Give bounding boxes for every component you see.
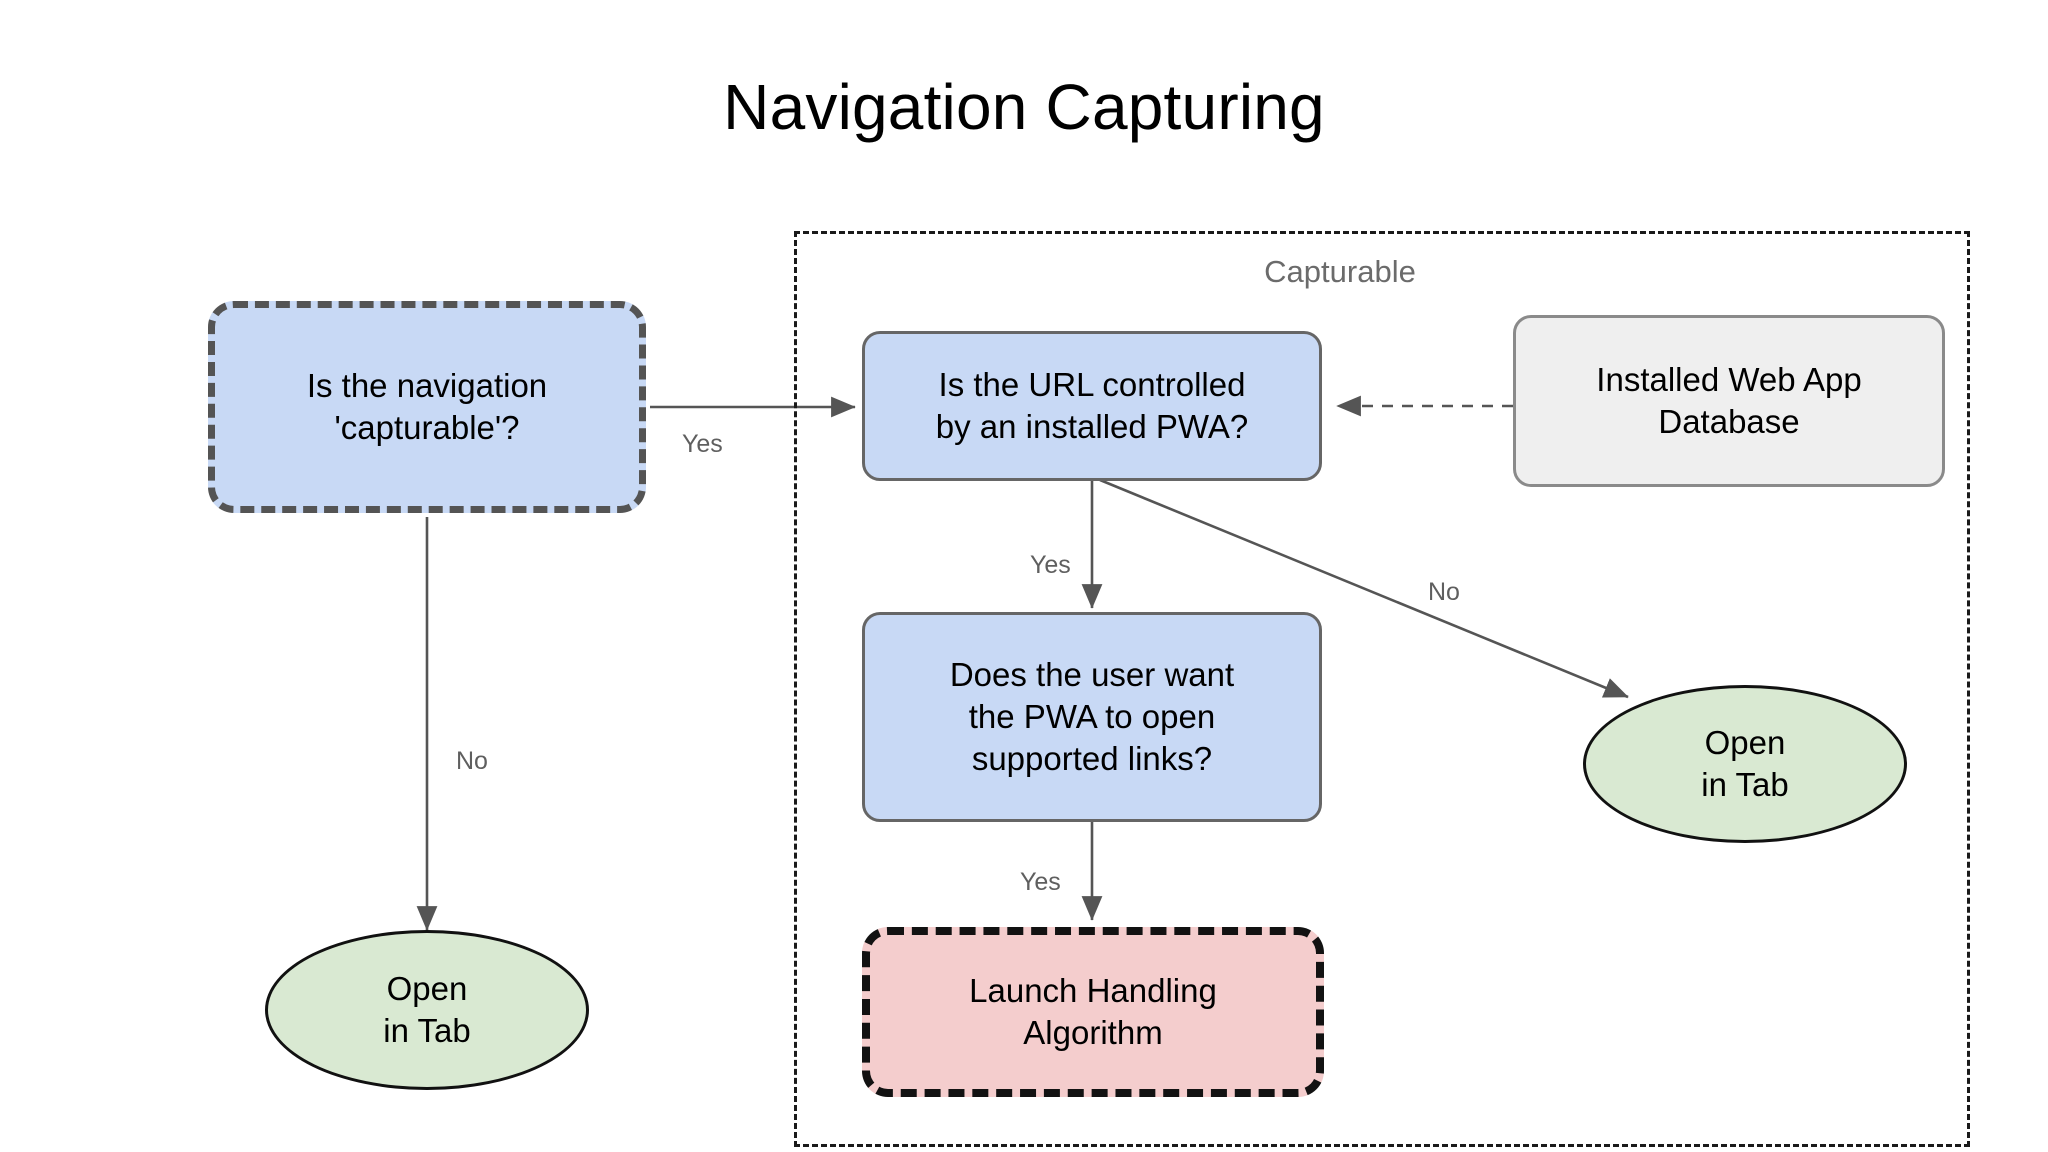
node-label: Installed Web App Database xyxy=(1596,360,1862,440)
edge-label-user-want-yes: Yes xyxy=(1020,868,1061,896)
page-title: Navigation Capturing xyxy=(723,71,1325,143)
node-label: Open in Tab xyxy=(383,969,471,1049)
edge-label-url-controlled-yes: Yes xyxy=(1030,551,1071,579)
node-label: Open in Tab xyxy=(1701,723,1789,803)
node-label: Is the URL controlled by an installed PW… xyxy=(935,365,1249,445)
capturable-group-container xyxy=(794,231,1970,1147)
node-launch-handling-algorithm[interactable]: Launch Handling Algorithm xyxy=(862,927,1324,1097)
node-label: Launch Handling Algorithm xyxy=(969,971,1217,1051)
node-open-in-tab-left[interactable]: Open in Tab xyxy=(265,930,589,1090)
node-is-url-controlled-by-pwa[interactable]: Is the URL controlled by an installed PW… xyxy=(862,331,1322,481)
node-open-in-tab-right[interactable]: Open in Tab xyxy=(1583,685,1907,843)
node-does-user-want-pwa-open-links[interactable]: Does the user want the PWA to open suppo… xyxy=(862,612,1322,822)
edge-label-capturable-no: No xyxy=(456,747,488,775)
edge-label-capturable-yes: Yes xyxy=(682,430,723,458)
capturable-group-label: Capturable xyxy=(1264,254,1416,289)
edge-label-url-controlled-no: No xyxy=(1428,578,1460,606)
node-installed-web-app-database[interactable]: Installed Web App Database xyxy=(1513,315,1945,487)
node-label: Is the navigation 'capturable'? xyxy=(306,366,548,446)
node-label: Does the user want the PWA to open suppo… xyxy=(949,655,1235,778)
node-is-navigation-capturable[interactable]: Is the navigation 'capturable'? xyxy=(208,301,646,513)
